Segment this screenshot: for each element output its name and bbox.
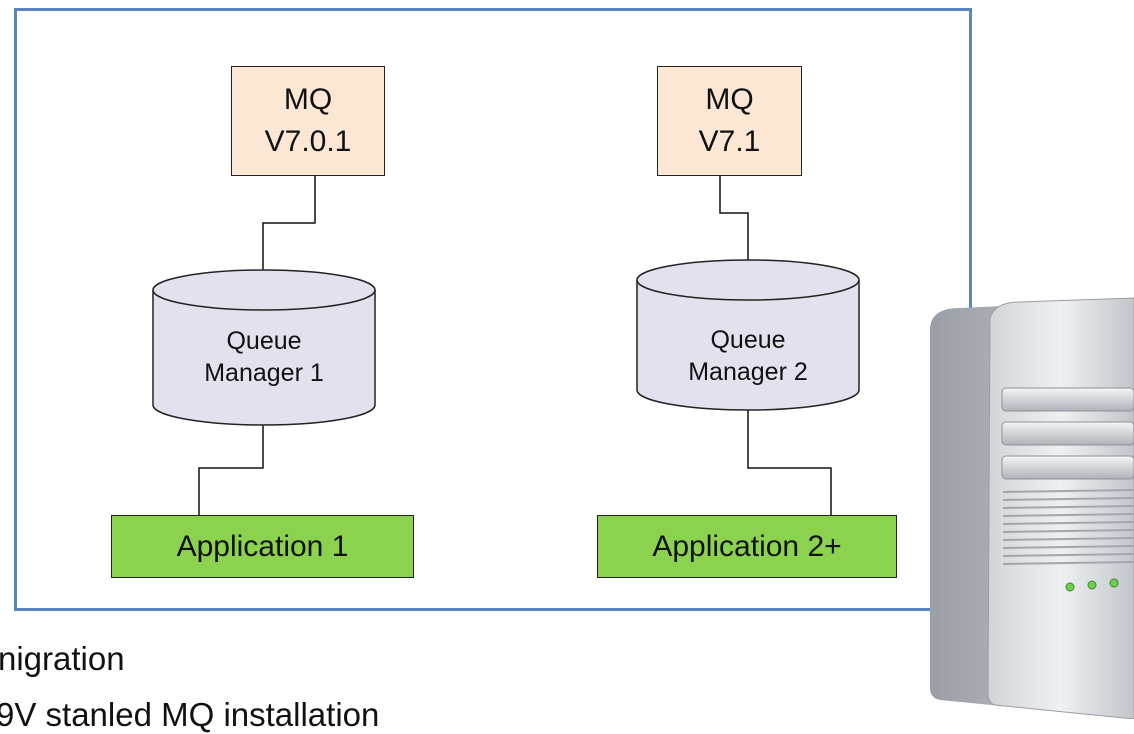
- qm2-label: Queue Manager 2: [637, 324, 859, 388]
- mq-v71-box: MQ V7.1: [657, 66, 802, 176]
- caption-line-1: nigration: [0, 640, 125, 677]
- application-1-box: Application 1: [111, 515, 414, 578]
- app2-label: Application 2+: [652, 529, 842, 563]
- connector-mq1-qm1: [262, 175, 316, 279]
- connector-qm2-app2: [747, 410, 832, 515]
- queue-manager-2-cylinder: [636, 259, 860, 411]
- diagram-graphics: [152, 175, 1134, 719]
- mq-v701-box: MQ V7.0.1: [231, 66, 385, 176]
- qm2-line2: Manager 2: [688, 358, 808, 386]
- server-tower-icon: [930, 297, 1134, 719]
- mq1-line2: V7.0.1: [264, 125, 352, 158]
- app1-label: Application 1: [176, 529, 349, 563]
- qm1-label: Queue Manager 1: [153, 325, 375, 389]
- caption-line-2: 9V stanled MQ installation: [0, 696, 380, 733]
- mq2-line1: MQ: [705, 83, 754, 116]
- queue-manager-1-cylinder: [152, 269, 376, 426]
- qm1-line1: Queue: [226, 327, 302, 355]
- connector-mq2-qm2: [719, 175, 749, 262]
- qm1-line2: Manager 1: [204, 359, 324, 387]
- application-2-box: Application 2+: [597, 515, 897, 578]
- mq1-line1: MQ: [283, 83, 333, 116]
- mq2-line2: V7.1: [698, 125, 761, 158]
- qm2-line1: Queue: [710, 326, 786, 354]
- connector-qm1-app1: [198, 424, 264, 515]
